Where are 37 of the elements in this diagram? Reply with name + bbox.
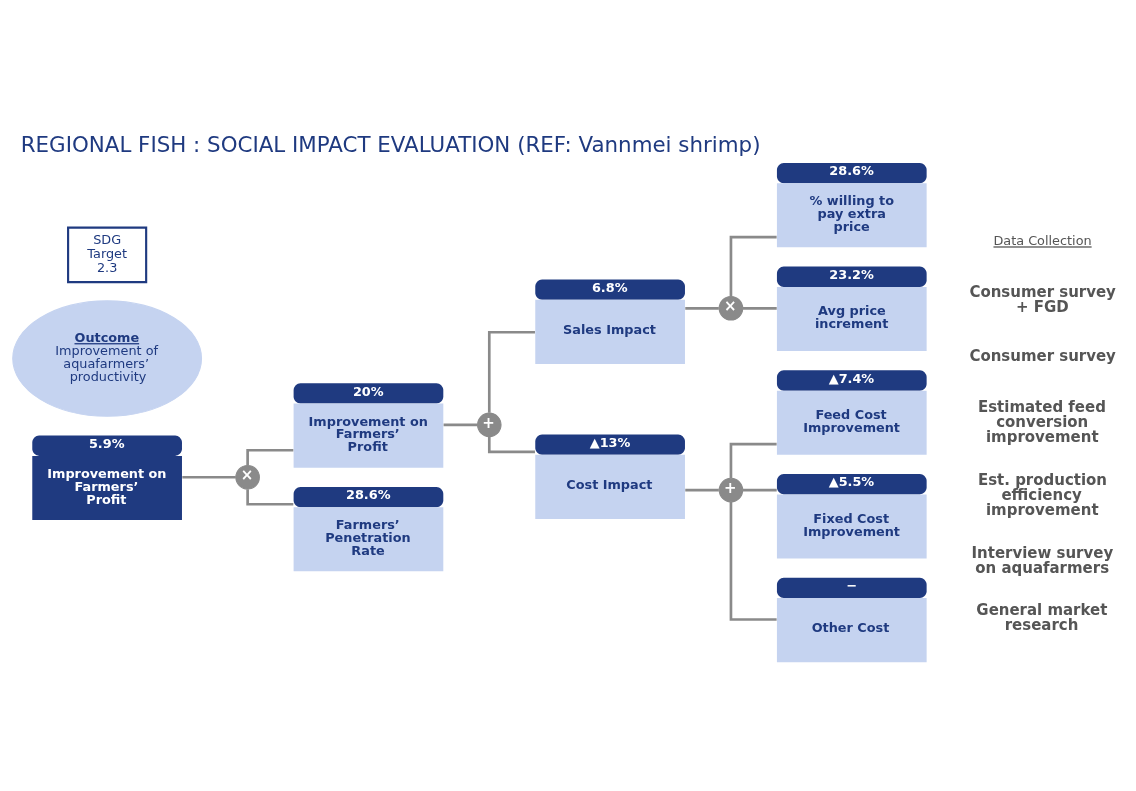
- label: Consumer survey: [969, 346, 1116, 365]
- node-label: −: [846, 577, 858, 593]
- label: Est. production efficiency improvement: [977, 470, 1108, 519]
- diagram-title: REGIONAL FISH : SOCIAL IMPACT EVALUATION (REF: Vannmei shrimp): [20, 131, 761, 157]
- node-ellipse: Outcome Improvement of aquafarmers’ productivity: [12, 299, 203, 417]
- node-box: SDG Target 2.3: [67, 226, 148, 283]
- connector: [729, 442, 777, 478]
- label: Estimated feed conversion improvement: [977, 397, 1106, 446]
- node-circle: +: [718, 477, 744, 502]
- node-label: 28.6%: [829, 162, 874, 178]
- node-label: 20%: [352, 383, 384, 399]
- node-label: 5.9%: [88, 435, 125, 451]
- label: Consumer survey + FGD: [969, 282, 1116, 316]
- connector: [729, 501, 777, 621]
- connector: [685, 306, 719, 310]
- node-circle: ×: [235, 464, 260, 490]
- node-label: ▲5.5%: [828, 473, 875, 489]
- node-label: ▲13%: [589, 434, 631, 450]
- label: General market research: [976, 600, 1108, 634]
- connector: [729, 235, 777, 296]
- node-label: 6.8%: [591, 279, 628, 295]
- connector: [742, 488, 777, 491]
- node-circle: ×: [718, 295, 744, 321]
- connector: [487, 330, 535, 413]
- connector: [742, 306, 777, 310]
- connector: [246, 448, 294, 465]
- node-circle: +: [477, 412, 502, 437]
- node-label: 23.2%: [829, 266, 874, 282]
- label: Data Collection: [993, 232, 1092, 248]
- connector: [443, 423, 478, 426]
- connector: [182, 475, 236, 479]
- node-label: ▲7.4%: [828, 370, 875, 386]
- connector: [246, 488, 294, 506]
- connector: [685, 488, 719, 491]
- label: Interview survey on aquafarmers: [971, 543, 1114, 577]
- connector: [487, 436, 535, 453]
- node-label: 28.6%: [346, 486, 391, 502]
